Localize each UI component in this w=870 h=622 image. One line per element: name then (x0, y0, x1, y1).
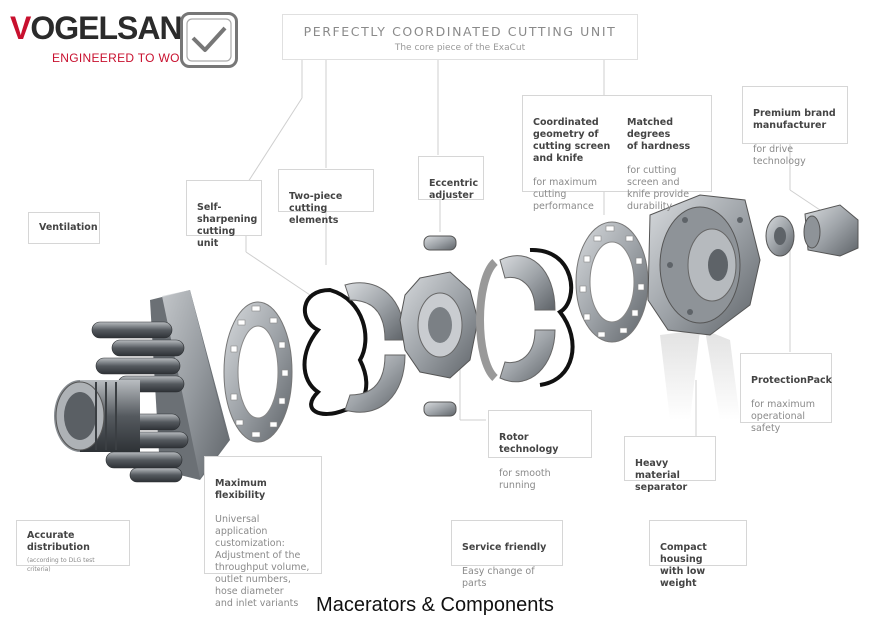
two-piece-knife (344, 282, 406, 413)
callout-accurate-distribution: Accurate distribution (according to DLG … (16, 520, 130, 573)
callout-service-friendly: Service friendly Easy change of parts (451, 520, 563, 589)
callout-compact-housing: Compact housing with low weight (649, 520, 747, 589)
callout-heavy-material: Heavy material separator (624, 436, 716, 493)
callout-premium-brand: Premium brand manufacturer for drive tec… (742, 86, 848, 167)
callout-coordinated-geometry: Coordinated geometry of cutting screen a… (522, 95, 712, 212)
inlet-pipe (54, 380, 140, 452)
header-callout: PERFECTLY COORDINATED CUTTING UNIT The c… (282, 14, 638, 60)
checkmark-logo-icon (180, 12, 238, 68)
header-subtitle: The core piece of the ExaCut (394, 43, 526, 53)
cutting-screen-left (223, 301, 293, 443)
rotor-hub (399, 271, 479, 379)
eccentric-adjuster-bottom (423, 401, 457, 417)
callout-self-sharpening: Self- sharpening cutting unit (186, 180, 262, 249)
brand-tagline: ENGINEERED TO WORK (52, 51, 197, 65)
callout-two-piece: Two-piece cutting elements (278, 169, 374, 226)
callout-rotor-technology: Rotor technology for smooth running (488, 410, 592, 491)
brand-logo: VOGELSANG (10, 10, 206, 46)
callout-matched-hardness: Matched degrees of hardness for cutting … (627, 117, 691, 212)
knife-ring-right (476, 255, 556, 383)
cutting-screen-right (575, 221, 649, 343)
distributor-housing (54, 290, 230, 483)
callout-maximum-flexibility: Maximum flexibility Universal applicatio… (204, 456, 322, 609)
main-housing (647, 194, 761, 420)
drive-motor (803, 204, 859, 257)
caption: Macerators & Components (316, 594, 554, 616)
coupling (765, 215, 795, 257)
header-title: PERFECTLY COORDINATED CUTTING UNIT (303, 24, 617, 39)
callout-protection-pack: ProtectionPack for maximum operational s… (740, 353, 832, 434)
callout-eccentric-adjuster: Eccentric adjuster (418, 156, 484, 201)
callout-ventilation: Ventilation (28, 212, 100, 244)
gasket-ring (302, 287, 369, 416)
gasket-ring-right (529, 247, 575, 387)
eccentric-adjuster-top (423, 235, 457, 251)
leader-lines (190, 60, 821, 471)
